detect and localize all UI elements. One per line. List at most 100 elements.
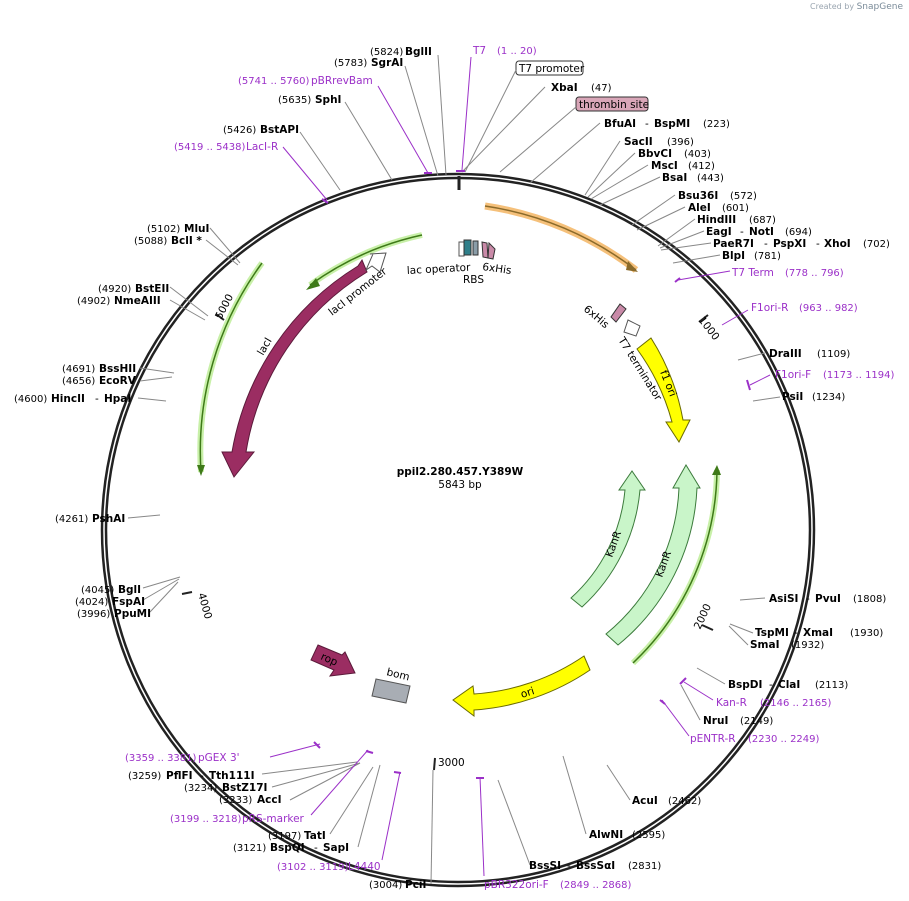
primer-prs-marker[interactable]: pRS-marker bbox=[242, 813, 305, 825]
site-tth111i[interactable]: Tth111I bbox=[209, 770, 254, 782]
site-sphi[interactable]: SphI bbox=[315, 94, 341, 106]
site-psii[interactable]: PsiI bbox=[782, 391, 803, 403]
site-tspmi[interactable]: TspMI bbox=[755, 627, 789, 639]
site-pspxi[interactable]: PspXI bbox=[773, 238, 806, 250]
site-sacii[interactable]: SacII bbox=[624, 136, 653, 148]
site-bspqi[interactable]: BspQI bbox=[270, 842, 305, 854]
site-mlui[interactable]: MluI bbox=[184, 223, 209, 235]
primer-t7-term[interactable]: T7 Term bbox=[731, 267, 774, 279]
kanr-feature-2 bbox=[605, 464, 701, 646]
kanr-feature-1 bbox=[570, 470, 646, 608]
primer-pbrrevbam[interactable]: pBRrevBam bbox=[311, 75, 373, 87]
site-tati[interactable]: TatI bbox=[304, 830, 326, 842]
site-pos-blpi: (781) bbox=[754, 251, 781, 262]
site-noti[interactable]: NotI bbox=[749, 226, 774, 238]
site-bsu36i[interactable]: Bsu36I bbox=[678, 190, 718, 202]
site-bspdi[interactable]: BspDI bbox=[728, 679, 762, 691]
primer-pbr322ori-f[interactable]: pBR322ori-F bbox=[484, 879, 549, 891]
site-ecorv[interactable]: EcoRV bbox=[99, 375, 137, 387]
site-xbai[interactable]: XbaI bbox=[551, 82, 578, 94]
site-bstapi[interactable]: BstAPI bbox=[260, 124, 299, 136]
site-pos-hincii: (4600) bbox=[14, 394, 47, 405]
primer-laci-r[interactable]: LacI-R bbox=[246, 141, 278, 153]
site-bsssai[interactable]: BssSαI bbox=[576, 860, 615, 872]
site-dash-hincii: - bbox=[95, 393, 99, 405]
site-pcii[interactable]: PciI bbox=[405, 879, 426, 891]
site-pos-alwni: (2595) bbox=[632, 830, 665, 841]
site-alwni[interactable]: AlwNI bbox=[589, 829, 623, 841]
site-pvui[interactable]: PvuI bbox=[815, 593, 841, 605]
site-pos-mlui: (5102) bbox=[147, 224, 180, 235]
site-bspmi[interactable]: BspMI bbox=[654, 118, 690, 130]
site-fspai[interactable]: FspAI bbox=[112, 596, 145, 608]
site-acci[interactable]: AccI bbox=[257, 794, 281, 806]
site-hindiii[interactable]: HindIII bbox=[697, 214, 736, 226]
bom-label: bom bbox=[385, 666, 411, 683]
site-bsteii[interactable]: BstEII bbox=[135, 283, 169, 295]
site-hpai[interactable]: HpaI bbox=[104, 393, 131, 405]
site-bstz17i[interactable]: BstZ17I bbox=[222, 782, 267, 794]
site-dash-pflfi: - bbox=[200, 770, 204, 782]
site-xhoi[interactable]: XhoI bbox=[824, 238, 851, 250]
site-smai[interactable]: SmaI bbox=[750, 639, 780, 651]
site-alei[interactable]: AleI bbox=[688, 202, 711, 214]
primer-pos-t7: (1 .. 20) bbox=[497, 46, 537, 57]
primer-pgex3[interactable]: pGEX 3' bbox=[198, 752, 240, 764]
site-pos-bsshii: (4691) bbox=[62, 364, 95, 375]
site-nrui[interactable]: NruI bbox=[703, 715, 728, 727]
site-leaders bbox=[127, 54, 781, 885]
tick-3000 bbox=[433, 757, 436, 771]
site-bgli[interactable]: BglI bbox=[118, 584, 141, 596]
site-draiii[interactable]: DraIII bbox=[769, 348, 802, 360]
site-pos-bsai: (443) bbox=[697, 173, 724, 184]
site-xmai[interactable]: XmaI bbox=[803, 627, 833, 639]
site-bcli[interactable]: BclI * bbox=[171, 235, 202, 247]
site-sapi[interactable]: SapI bbox=[323, 842, 349, 854]
site-bsai[interactable]: BsaI bbox=[662, 172, 687, 184]
primer-pentr-r[interactable]: pENTR-R bbox=[690, 733, 736, 745]
tick-label-3000: 3000 bbox=[438, 757, 465, 769]
primer-pos-t7-term: (778 .. 796) bbox=[785, 268, 844, 279]
site-hincii[interactable]: HincII bbox=[51, 393, 85, 405]
primer-t7[interactable]: T7 bbox=[472, 45, 486, 57]
site-pos-bcli: (5088) bbox=[134, 236, 167, 247]
snapgene-brand: SnapGene bbox=[856, 2, 903, 12]
site-asisi[interactable]: AsiSI bbox=[769, 593, 798, 605]
site-bglII[interactable]: BglII bbox=[405, 46, 432, 58]
site-dash-eagi: - bbox=[740, 226, 744, 238]
laci-promoter-arrow bbox=[364, 252, 387, 273]
site-pos-nrui: (2149) bbox=[740, 716, 773, 727]
site-bbvci[interactable]: BbvCI bbox=[638, 148, 672, 160]
site-pshai[interactable]: PshAI bbox=[92, 513, 125, 525]
primer-f1ori-f[interactable]: F1ori-F bbox=[775, 369, 811, 381]
green-arc-left-head bbox=[197, 465, 205, 476]
site-ppumi[interactable]: PpuMI bbox=[114, 608, 151, 620]
site-pos-bsu36i: (572) bbox=[730, 191, 757, 202]
site-pflfi[interactable]: PflFI bbox=[166, 770, 193, 782]
site-bfuai[interactable]: BfuAI bbox=[604, 118, 636, 130]
site-acui[interactable]: AcuI bbox=[632, 795, 658, 807]
site-blpi[interactable]: BlpI bbox=[722, 250, 745, 262]
site-bsssi[interactable]: BssSI bbox=[529, 860, 561, 872]
site-pos-hindiii: (687) bbox=[749, 215, 776, 226]
primer-l4440[interactable]: L4440 bbox=[348, 861, 381, 873]
his-tag-1 bbox=[481, 241, 489, 259]
site-dash-paer7i: - bbox=[764, 238, 768, 250]
site-msci[interactable]: MscI bbox=[651, 160, 678, 172]
site-nmeaiii[interactable]: NmeAIII bbox=[114, 295, 161, 307]
site-paer7i[interactable]: PaeR7I bbox=[713, 238, 754, 250]
primer-pos-prs-marker: (3199 .. 3218) bbox=[170, 814, 242, 825]
site-bsshii[interactable]: BssHII bbox=[99, 363, 136, 375]
green-arc-right-line bbox=[632, 469, 718, 664]
site-pos-bsssi: (2831) bbox=[628, 861, 661, 872]
primer-f1ori-r[interactable]: F1ori-R bbox=[751, 302, 788, 314]
tick-4000 bbox=[181, 591, 193, 595]
site-eagi[interactable]: EagI bbox=[706, 226, 732, 238]
primer-kan-r[interactable]: Kan-R bbox=[716, 697, 747, 709]
rbs-box bbox=[472, 240, 479, 256]
thrombin-site-box bbox=[575, 96, 649, 112]
site-sgrai[interactable]: SgrAI bbox=[371, 57, 403, 69]
site-dash-tspmi: - bbox=[794, 627, 798, 639]
site-clai[interactable]: ClaI bbox=[778, 679, 800, 691]
